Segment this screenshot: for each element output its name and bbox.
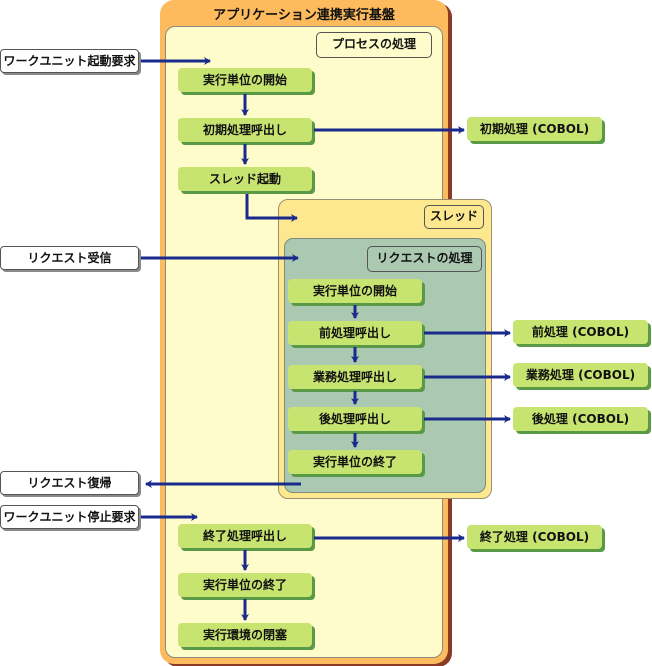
arrow-thread-start xyxy=(245,194,298,222)
cobol-pre: 前処理 (COBOL) xyxy=(513,320,648,344)
step-request-start: 実行単位の開始 xyxy=(288,279,422,303)
cobol-end: 終了処理 (COBOL) xyxy=(467,525,602,549)
step-init-call: 初期処理呼出し xyxy=(178,118,312,142)
step-post-call: 後処理呼出し xyxy=(288,407,422,431)
step-env-close: 実行環境の閉塞 xyxy=(178,623,312,647)
ext-workunit-stop: ワークユニット停止要求 xyxy=(0,505,139,529)
step-thread-start: スレッド起動 xyxy=(178,167,312,191)
cobol-init: 初期処理 (COBOL) xyxy=(467,117,602,141)
cobol-business: 業務処理 (COBOL) xyxy=(513,363,648,387)
ext-request-return: リクエスト復帰 xyxy=(0,471,139,495)
thread-label: スレッド xyxy=(424,205,484,229)
step-end-call: 終了処理呼出し xyxy=(178,524,312,548)
step-process-start: 実行単位の開始 xyxy=(178,68,312,92)
process-label: プロセスの処理 xyxy=(316,32,432,58)
request-label: リクエストの処理 xyxy=(367,246,482,272)
step-process-end: 実行単位の終了 xyxy=(178,573,312,597)
step-request-end: 実行単位の終了 xyxy=(288,450,422,474)
ext-request-receive: リクエスト受信 xyxy=(0,246,139,270)
platform-title: アプリケーション連携実行基盤 xyxy=(213,8,395,23)
cobol-post: 後処理 (COBOL) xyxy=(513,407,648,431)
step-pre-call: 前処理呼出し xyxy=(288,321,422,345)
step-business-call: 業務処理呼出し xyxy=(288,365,422,389)
ext-workunit-start: ワークユニット起動要求 xyxy=(0,49,139,73)
